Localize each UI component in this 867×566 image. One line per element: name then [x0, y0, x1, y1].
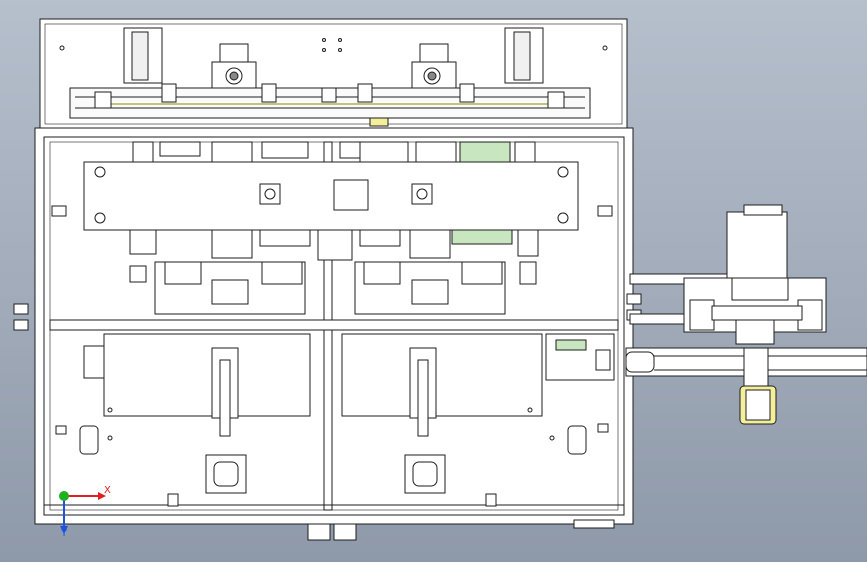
- top-housing: [39, 18, 628, 130]
- y-axis-label: Y: [61, 528, 68, 539]
- side-conveyor-assembly: [625, 204, 867, 425]
- upper-mechanism: [13, 141, 642, 331]
- x-axis-label: X: [104, 485, 111, 496]
- coordinate-triad: X Y: [52, 482, 112, 542]
- lower-mechanism: [55, 333, 615, 541]
